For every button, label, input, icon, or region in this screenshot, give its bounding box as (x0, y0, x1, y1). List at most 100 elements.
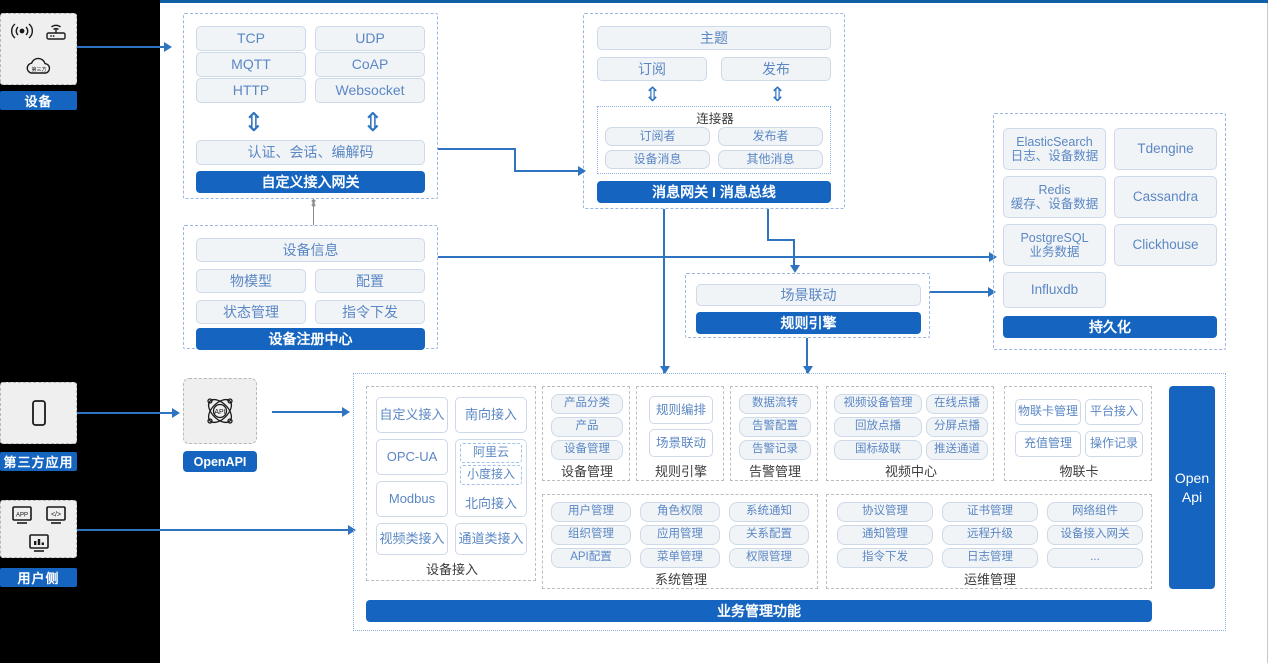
protocol-udp[interactable]: UDP (315, 26, 425, 51)
db-influxdb[interactable]: Influxdb (1003, 272, 1106, 308)
business-management-group: 自定义接入 南向接入 OPC-UA Modbus 北向接入 阿里云 小度接入 视… (353, 373, 1226, 631)
router-icon (45, 24, 66, 40)
vc-gb-cascade[interactable]: 国标级联 (834, 440, 922, 460)
protocol-mqtt[interactable]: MQTT (196, 52, 306, 77)
sm-permission-mgmt[interactable]: 权限管理 (729, 548, 809, 568)
app-monitor-icon: APP (11, 505, 32, 524)
am-alarm-config[interactable]: 告警配置 (739, 417, 811, 437)
top-accent-line (160, 0, 1268, 3)
om-log-mgmt[interactable]: 日志管理 (942, 548, 1038, 568)
api-atom-icon: API (207, 398, 233, 424)
protocol-websocket[interactable]: Websocket (315, 78, 425, 103)
sm-app-mgmt[interactable]: 应用管理 (640, 525, 720, 545)
device-registry-bar[interactable]: 设备注册中心 (196, 328, 425, 350)
command-issue-box[interactable]: 指令下发 (315, 300, 425, 324)
vc-video-device-mgmt[interactable]: 视频设备管理 (834, 394, 922, 414)
om-remote-upgrade[interactable]: 远程升级 (942, 525, 1038, 545)
om-network-comp[interactable]: 网络组件 (1047, 502, 1143, 522)
access-video[interactable]: 视频类接入 (376, 523, 448, 555)
om-command-issue[interactable]: 指令下发 (837, 548, 933, 568)
om-notice-mgmt[interactable]: 通知管理 (837, 525, 933, 545)
db-redis-sub: 缓存、设备数据 (1010, 197, 1099, 211)
sm-menu-mgmt[interactable]: 菜单管理 (640, 548, 720, 568)
sm-user-mgmt[interactable]: 用户管理 (551, 502, 631, 522)
line-registry-to-persistence (438, 256, 993, 258)
dm-product[interactable]: 产品 (551, 417, 623, 437)
access-opcua[interactable]: OPC-UA (376, 439, 448, 475)
access-channel[interactable]: 通道类接入 (455, 523, 527, 555)
double-arrow-small-icon: ⇕ (309, 198, 319, 210)
scene-linkage-box[interactable]: 场景联动 (696, 284, 921, 306)
state-mgmt-box[interactable]: 状态管理 (196, 300, 306, 324)
am-alarm-records[interactable]: 告警记录 (739, 440, 811, 460)
sm-sys-notice[interactable]: 系统通知 (729, 502, 809, 522)
protocol-coap[interactable]: CoAP (315, 52, 425, 77)
openapi-label[interactable]: OpenAPI (183, 451, 257, 472)
vc-playback[interactable]: 回放点播 (834, 417, 922, 437)
device-info-box[interactable]: 设备信息 (196, 238, 425, 262)
config-box[interactable]: 配置 (315, 269, 425, 293)
protocol-tcp[interactable]: TCP (196, 26, 306, 51)
thing-model-box[interactable]: 物模型 (196, 269, 306, 293)
group-iot-card: 物联卡管理 平台接入 充值管理 操作记录 物联卡 (1004, 386, 1152, 481)
line-msg-to-rule-c (793, 239, 795, 269)
access-xiaodu[interactable]: 小度接入 (460, 465, 522, 485)
subscribe-box[interactable]: 订阅 (597, 57, 707, 81)
auth-session-codec[interactable]: 认证、会话、编解码 (196, 140, 425, 165)
re-rule-orchestration[interactable]: 规则编排 (649, 396, 713, 424)
svg-text:API: API (214, 409, 225, 416)
connector-device-msg[interactable]: 设备消息 (605, 150, 710, 169)
access-aliyun[interactable]: 阿里云 (460, 443, 522, 463)
topic-box[interactable]: 主题 (597, 26, 831, 50)
vc-online-play[interactable]: 在线点播 (926, 394, 988, 414)
dm-product-category[interactable]: 产品分类 (551, 394, 623, 414)
open-api-vertical-bar[interactable]: Open Api (1169, 386, 1215, 589)
ic-recharge-mgmt[interactable]: 充值管理 (1015, 431, 1081, 457)
db-redis[interactable]: Redis 缓存、设备数据 (1003, 176, 1106, 218)
om-device-gateway[interactable]: 设备接入网关 (1047, 525, 1143, 545)
am-data-flow[interactable]: 数据流转 (739, 394, 811, 414)
custom-gateway-bar[interactable]: 自定义接入网关 (196, 171, 425, 193)
vc-push-channel[interactable]: 推送通道 (926, 440, 988, 460)
dm-device-manage[interactable]: 设备管理 (551, 440, 623, 460)
line-rule-to-persistence (930, 291, 992, 293)
db-postgresql-sub: 业务数据 (1029, 245, 1080, 259)
om-protocol-mgmt[interactable]: 协议管理 (837, 502, 933, 522)
access-modbus[interactable]: Modbus (376, 481, 448, 517)
db-elasticsearch[interactable]: ElasticSearch 日志、设备数据 (1003, 128, 1106, 170)
db-clickhouse[interactable]: Clickhouse (1114, 224, 1217, 266)
vc-split-screen[interactable]: 分屏点播 (926, 417, 988, 437)
sm-org-mgmt[interactable]: 组织管理 (551, 525, 631, 545)
om-cert-mgmt[interactable]: 证书管理 (942, 502, 1038, 522)
db-cassandra[interactable]: Cassandra (1114, 176, 1217, 218)
caption-rule-engine: 规则引擎 (654, 463, 707, 479)
sm-relation-config[interactable]: 关系配置 (729, 525, 809, 545)
persistence-bar[interactable]: 持久化 (1003, 316, 1217, 338)
publish-box[interactable]: 发布 (721, 57, 831, 81)
arrow-openapi-to-business (342, 407, 350, 417)
sm-api-config[interactable]: API配置 (551, 548, 631, 568)
device-icon-panel: 第三方 (0, 13, 77, 85)
protocol-http[interactable]: HTTP (196, 78, 306, 103)
business-function-bar[interactable]: 业务管理功能 (366, 600, 1152, 622)
access-southbound[interactable]: 南向接入 (455, 397, 527, 433)
access-custom[interactable]: 自定义接入 (376, 397, 448, 433)
ic-platform-access[interactable]: 平台接入 (1085, 399, 1143, 425)
db-elasticsearch-sub: 日志、设备数据 (1010, 149, 1099, 163)
db-tdengine[interactable]: Tdengine (1114, 128, 1217, 170)
arrow-rule-to-persistence (988, 287, 996, 297)
connector-publisher[interactable]: 发布者 (718, 127, 823, 146)
re-scene-linkage[interactable]: 场景联动 (649, 429, 713, 457)
ic-operation-log[interactable]: 操作记录 (1085, 431, 1143, 457)
om-more[interactable]: ... (1047, 548, 1143, 568)
line-openapi-to-business (272, 411, 346, 413)
ic-card-mgmt[interactable]: 物联卡管理 (1015, 399, 1081, 425)
line-msg-to-rule-a (767, 209, 769, 241)
group-video-center: 视频设备管理 在线点播 回放点播 分屏点播 国标级联 推送通道 视频中心 (826, 386, 994, 481)
db-postgresql[interactable]: PostgreSQL 业务数据 (1003, 224, 1106, 266)
sm-role-permission[interactable]: 角色权限 (640, 502, 720, 522)
rule-engine-bar[interactable]: 规则引擎 (696, 312, 921, 334)
message-bus-bar[interactable]: 消息网关 I 消息总线 (597, 181, 831, 203)
connector-subscriber[interactable]: 订阅者 (605, 127, 710, 146)
connector-other-msg[interactable]: 其他消息 (718, 150, 823, 169)
